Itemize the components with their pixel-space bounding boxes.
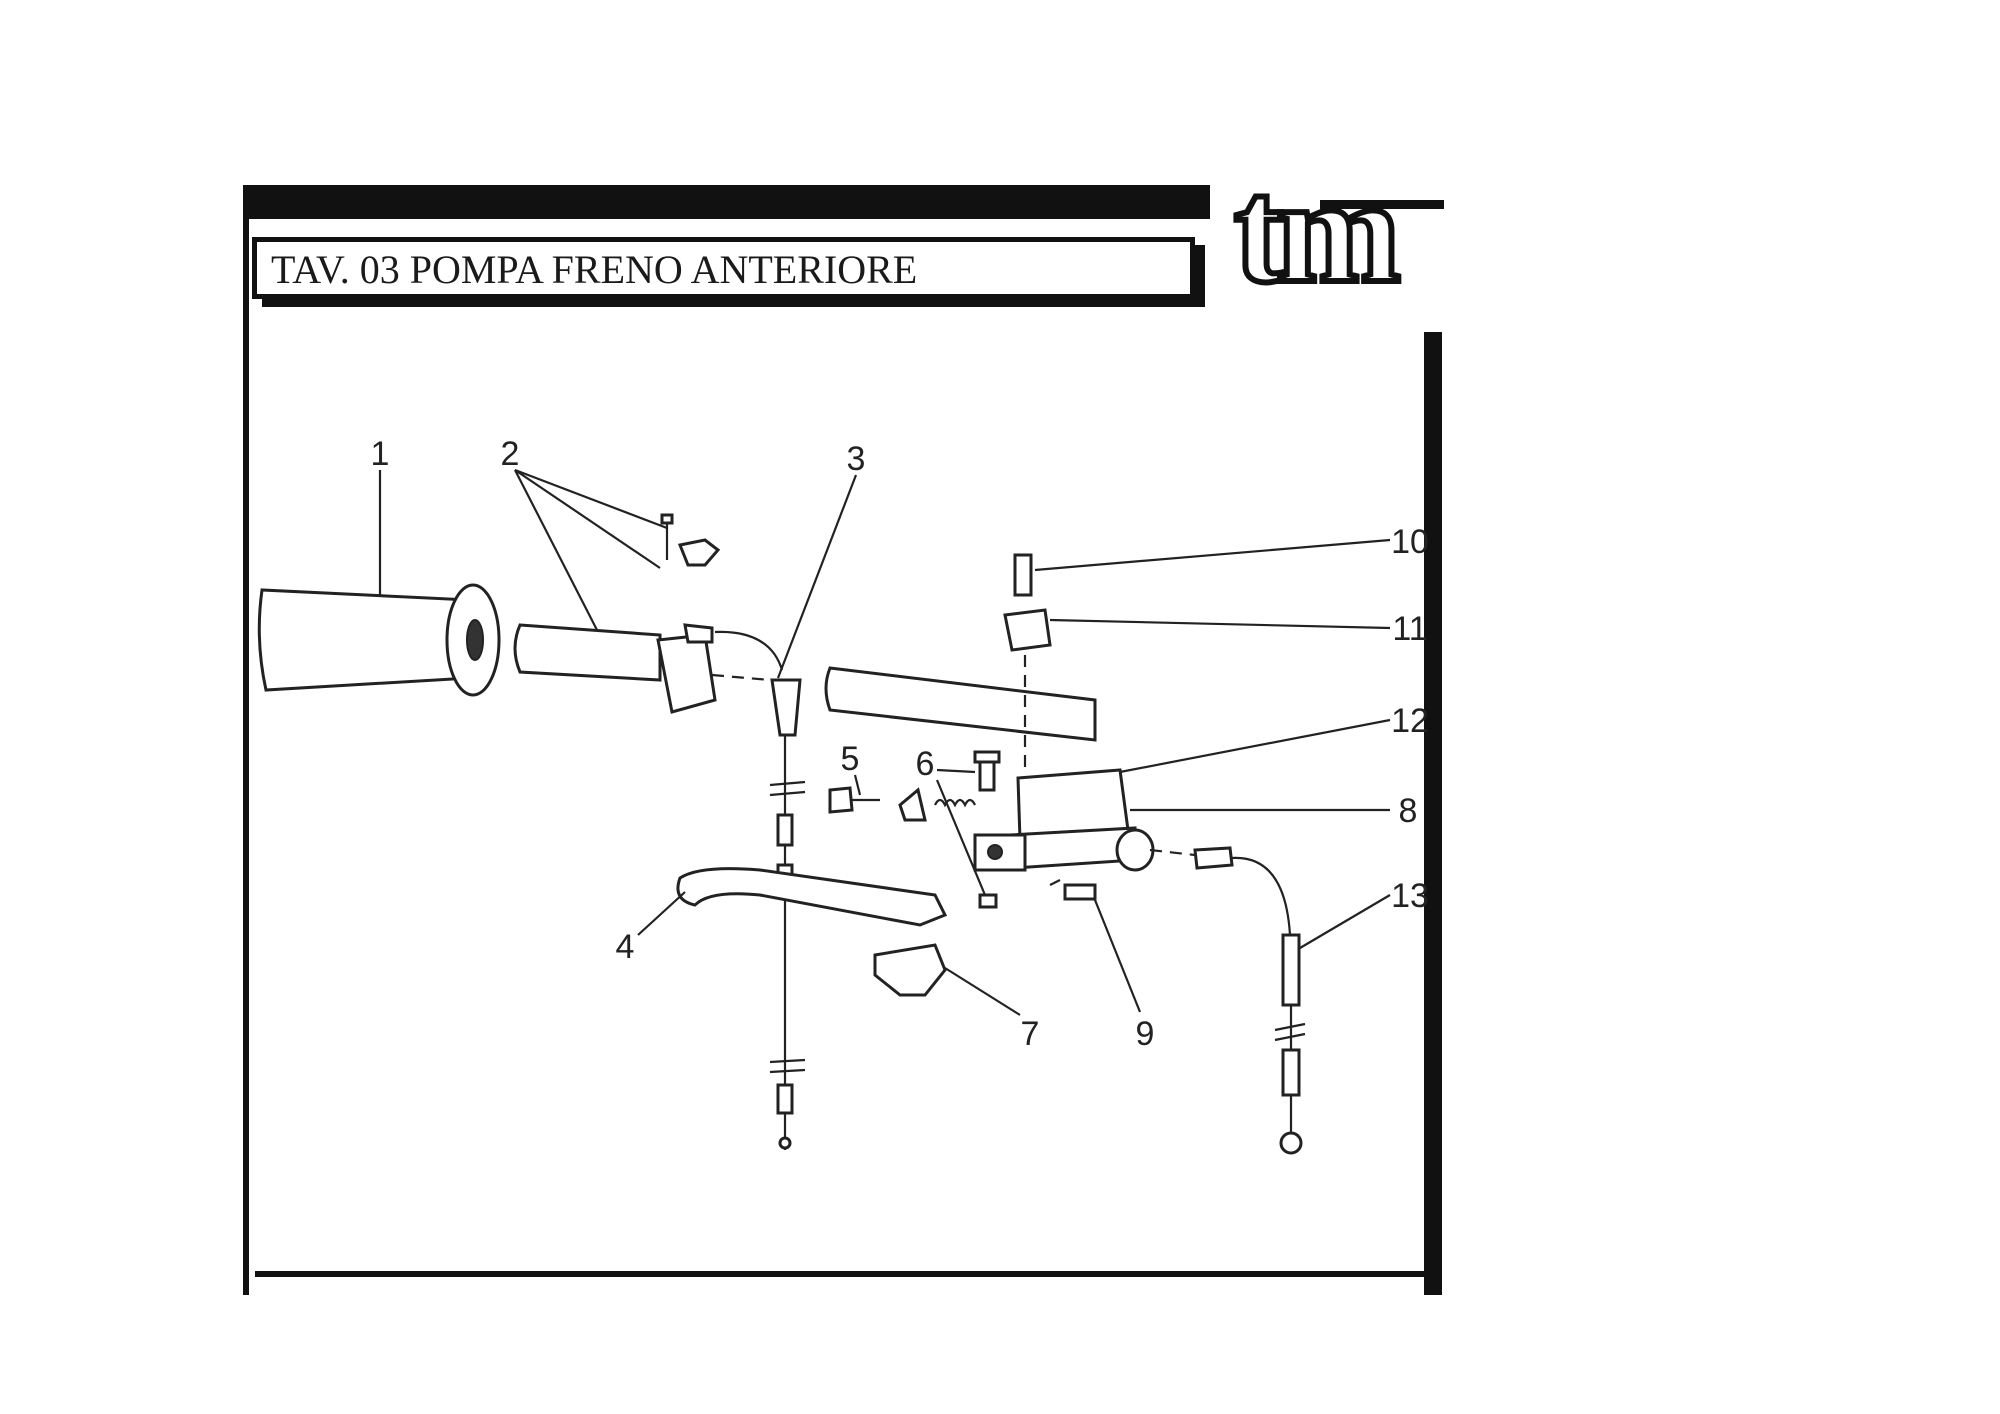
frame-left-rule xyxy=(243,185,249,1295)
callout-4: 4 xyxy=(616,928,635,966)
brake-hose-part xyxy=(1193,846,1306,1155)
callout-9: 9 xyxy=(1136,1015,1155,1053)
clamp-screw-part xyxy=(1003,553,1052,770)
frame-bottom-rule xyxy=(255,1271,1435,1277)
callout-12: 12 xyxy=(1391,702,1429,740)
callout-7: 7 xyxy=(1021,1015,1040,1053)
brand-logo: tm xyxy=(1231,153,1444,314)
callout-labels: 1 2 3 4 5 6 7 8 9 10 11 12 13 xyxy=(371,435,1429,1053)
callout-1: 1 xyxy=(371,435,390,473)
title-box: TAV. 03 POMPA FRENO ANTERIORE xyxy=(252,237,1195,299)
logo-bar xyxy=(1320,200,1444,209)
callout-5: 5 xyxy=(841,740,860,778)
grip-part xyxy=(257,583,501,697)
callout-2: 2 xyxy=(501,435,520,473)
callout-13: 13 xyxy=(1391,877,1429,915)
callout-6: 6 xyxy=(916,745,935,783)
master-cylinder-part xyxy=(973,768,1196,872)
callout-8: 8 xyxy=(1399,792,1418,830)
leader-lines xyxy=(378,468,1391,1016)
clamp-lever-part xyxy=(873,943,947,997)
bleed-screw-part xyxy=(1049,879,1097,901)
callout-11: 11 xyxy=(1392,610,1427,648)
logo-text: tm xyxy=(1231,148,1404,314)
frame-top-bar xyxy=(243,185,1210,219)
pivot-parts xyxy=(828,750,1001,909)
page-title: TAV. 03 POMPA FRENO ANTERIORE xyxy=(271,247,918,292)
callout-3: 3 xyxy=(847,440,866,478)
frame-right-bar xyxy=(1424,332,1442,1295)
throttle-tube-part xyxy=(513,513,771,714)
handlebar-part xyxy=(824,666,1097,742)
brake-lever-part xyxy=(676,867,948,927)
callout-10: 10 xyxy=(1391,523,1429,561)
